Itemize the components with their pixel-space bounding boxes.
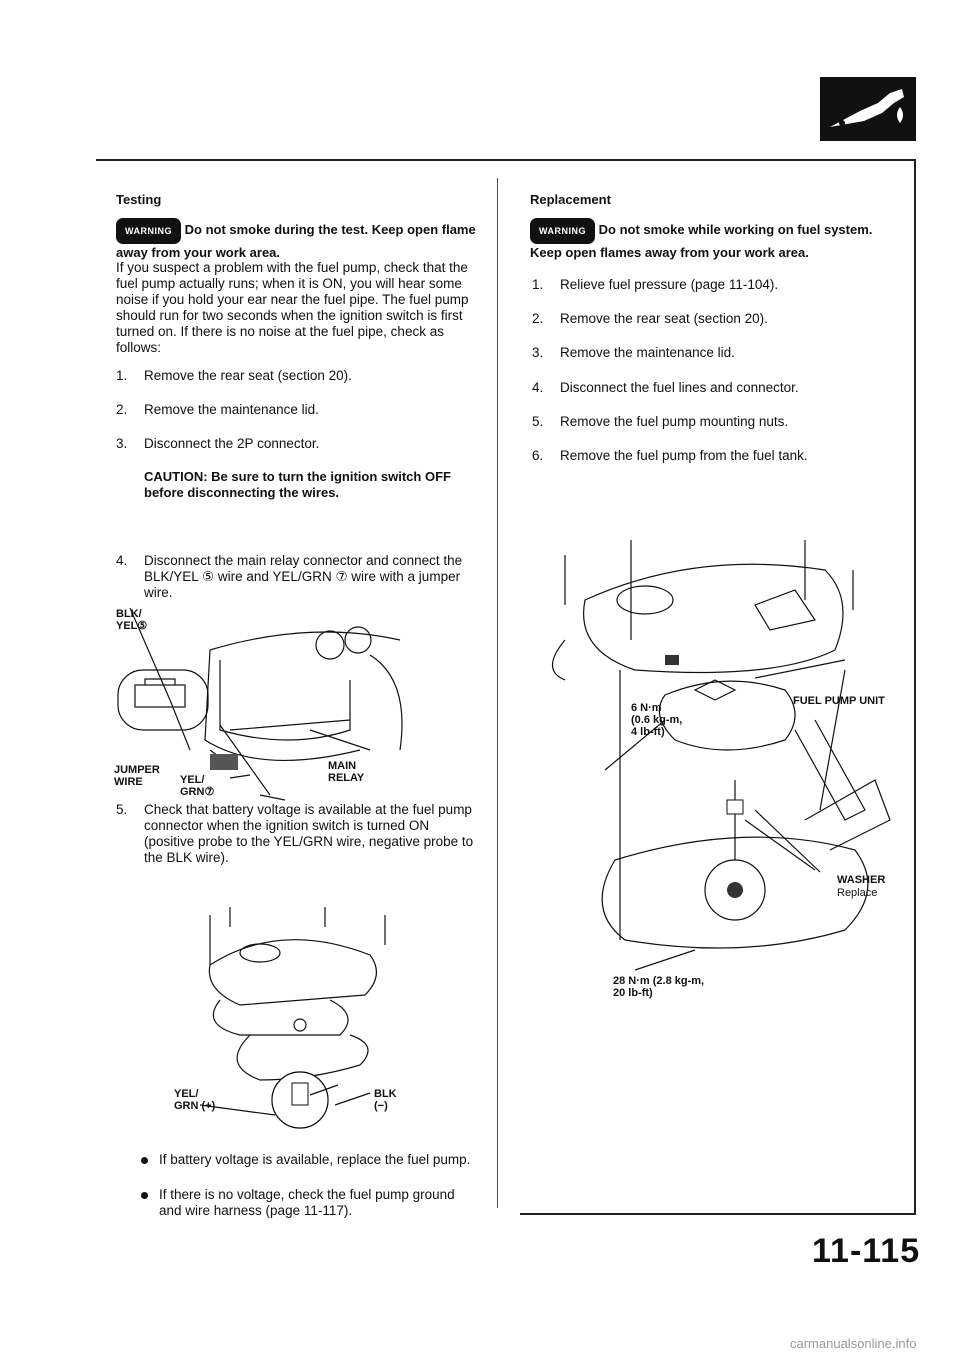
replacement-step-5: 5.Remove the fuel pump mounting nuts.: [532, 414, 789, 429]
label-yel-grn-positive: YEL/ GRN (+): [174, 1088, 216, 1112]
replacement-step-4: 4.Disconnect the fuel lines and connecto…: [532, 380, 799, 395]
label-jumper-wire: JUMPER WIRE: [114, 764, 160, 788]
fuel-pump-exploded-illustration: [551, 540, 891, 971]
label-washer: WASHER: [837, 874, 886, 886]
label-main-relay: MAIN RELAY: [328, 760, 365, 784]
testing-step-2: 2.Remove the maintenance lid.: [116, 402, 319, 417]
testing-step-4: 4.Disconnect the main relay connector an…: [116, 553, 463, 600]
replacement-title: Replacement: [530, 192, 611, 207]
testing-step-5: 5.Check that battery voltage is availabl…: [116, 802, 474, 865]
column-divider: [497, 178, 498, 1208]
testing-intro: If you suspect a problem with the fuel p…: [116, 260, 469, 355]
warning-text: Do not smoke during the test. Keep open …: [116, 222, 476, 260]
right-rule: [914, 159, 916, 1215]
top-rule: [96, 159, 916, 161]
replacement-warning: WARNING Do not smoke while working on fu…: [530, 218, 898, 262]
connector-test-figure: YEL/ GRN (+) BLK (−): [174, 905, 420, 1135]
label-torque-6nm: 6 N·m (0.6 kg-m, 4 lb-ft): [631, 702, 683, 738]
label-yel-grn: YEL/ GRN⑦: [180, 774, 215, 798]
bottom-rule: [520, 1213, 916, 1215]
watermark: carmanualsonline.info: [790, 1336, 917, 1351]
replacement-step-1: 1.Relieve fuel pressure (page 11-104).: [532, 277, 779, 292]
testing-warning: WARNING Do not smoke during the test. Ke…: [116, 218, 476, 262]
fuel-pump-connector-illustration: [199, 907, 386, 1129]
caution-note: CAUTION: Be sure to turn the ignition sw…: [144, 469, 451, 500]
label-fuel-pump-unit: FUEL PUMP UNIT: [793, 695, 885, 707]
label-blk-negative: BLK (−): [374, 1088, 397, 1112]
label-replace: Replace: [837, 887, 878, 899]
label-blk-yel: BLK/ YEL⑤: [116, 608, 148, 632]
testing-step-1: 1.Remove the rear seat (section 20).: [116, 368, 352, 383]
result-bullet-2: If there is no voltage, check the fuel p…: [141, 1187, 479, 1219]
main-relay-figure: BLK/ YEL⑤ JUMPER WIRE YEL/ GRN⑦ MAIN REL…: [110, 600, 480, 801]
testing-title: Testing: [116, 192, 162, 207]
replacement-step-3: 3.Remove the maintenance lid.: [532, 345, 735, 360]
replacement-step-6: 6.Remove the fuel pump from the fuel tan…: [532, 448, 808, 463]
main-relay-illustration: [117, 607, 403, 801]
replacement-step-2: 2.Remove the rear seat (section 20).: [532, 311, 768, 326]
warning-text: Do not smoke while working on fuel syste…: [530, 222, 873, 260]
testing-step-3: 3.Disconnect the 2P connector.: [116, 436, 320, 451]
fuel-nozzle-icon: [820, 77, 916, 141]
warning-badge: WARNING: [530, 218, 595, 244]
fuel-pump-unit-figure: FUEL PUMP UNIT 6 N·m (0.6 kg-m, 4 lb-ft)…: [545, 520, 900, 1020]
label-torque-28nm: 28 N·m (2.8 kg-m, 20 lb-ft): [613, 975, 705, 999]
result-bullet-1: If battery voltage is available, replace…: [141, 1152, 479, 1168]
page-number: 11-115: [812, 1232, 921, 1270]
warning-badge: WARNING: [116, 218, 181, 244]
